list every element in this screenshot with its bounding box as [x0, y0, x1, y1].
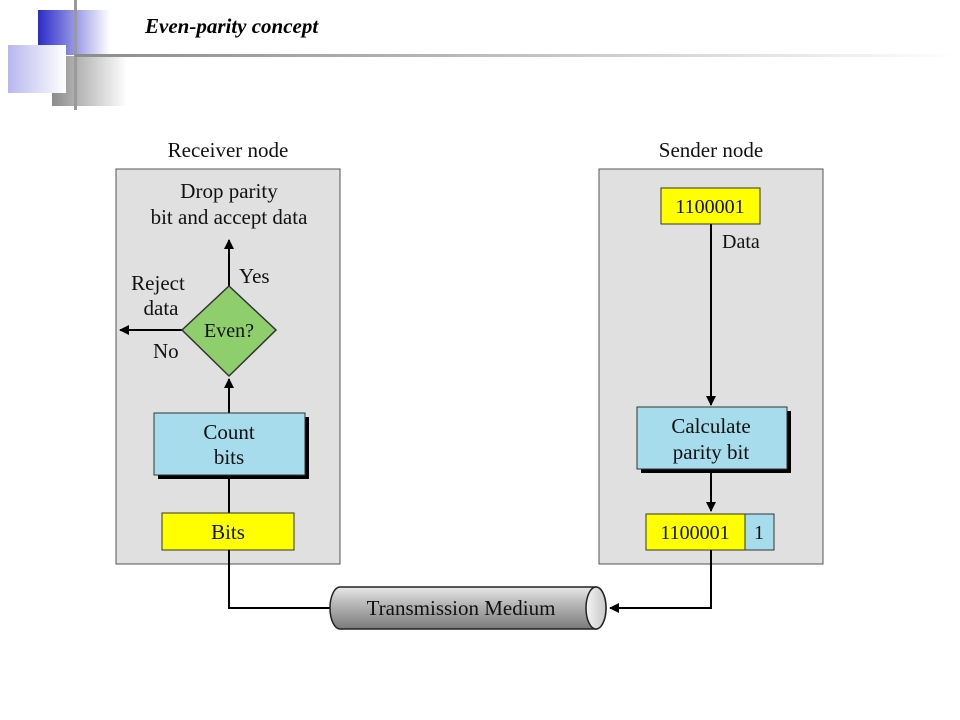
logo-light-square [8, 45, 66, 93]
count-bits-line1: Count [203, 420, 255, 444]
sender-data-value: 1100001 [675, 196, 744, 218]
output-data-value: 1100001 [660, 522, 729, 544]
bits-label: Bits [211, 520, 245, 544]
even-decision-diamond [180, 284, 278, 378]
even-decision-label: Even? [204, 320, 254, 342]
sender-data-box [660, 187, 761, 225]
calc-parity-line1: Calculate [671, 414, 750, 438]
yes-label: Yes [239, 264, 270, 288]
reject-text-line2: data [144, 296, 180, 320]
accept-text-line1: Drop parity [180, 179, 278, 203]
parity-bit-box [744, 513, 775, 551]
title-underline [75, 54, 960, 57]
no-label: No [153, 339, 179, 363]
sender-node-title: Sender node [659, 138, 763, 162]
slide-logo [8, 0, 127, 110]
sender-to-medium-line [609, 550, 712, 613]
sender-data-label: Data [722, 231, 760, 253]
transmission-medium-cap [585, 586, 607, 630]
medium-to-receiver-line [228, 550, 334, 609]
slide-title: Even-parity concept [145, 14, 319, 38]
count-bits-box [153, 412, 306, 476]
accept-text-line2: bit and accept data [151, 205, 309, 229]
calc-parity-box [636, 406, 788, 470]
parity-bit-value: 1 [754, 522, 764, 544]
transmission-medium-label: Transmission Medium [367, 596, 556, 620]
count-bits-line2: bits [214, 445, 244, 469]
reject-text-line1: Reject [131, 271, 185, 295]
bits-box [161, 512, 295, 551]
receiver-node-title: Receiver node [168, 138, 289, 162]
calc-parity-line2: parity bit [673, 440, 750, 464]
